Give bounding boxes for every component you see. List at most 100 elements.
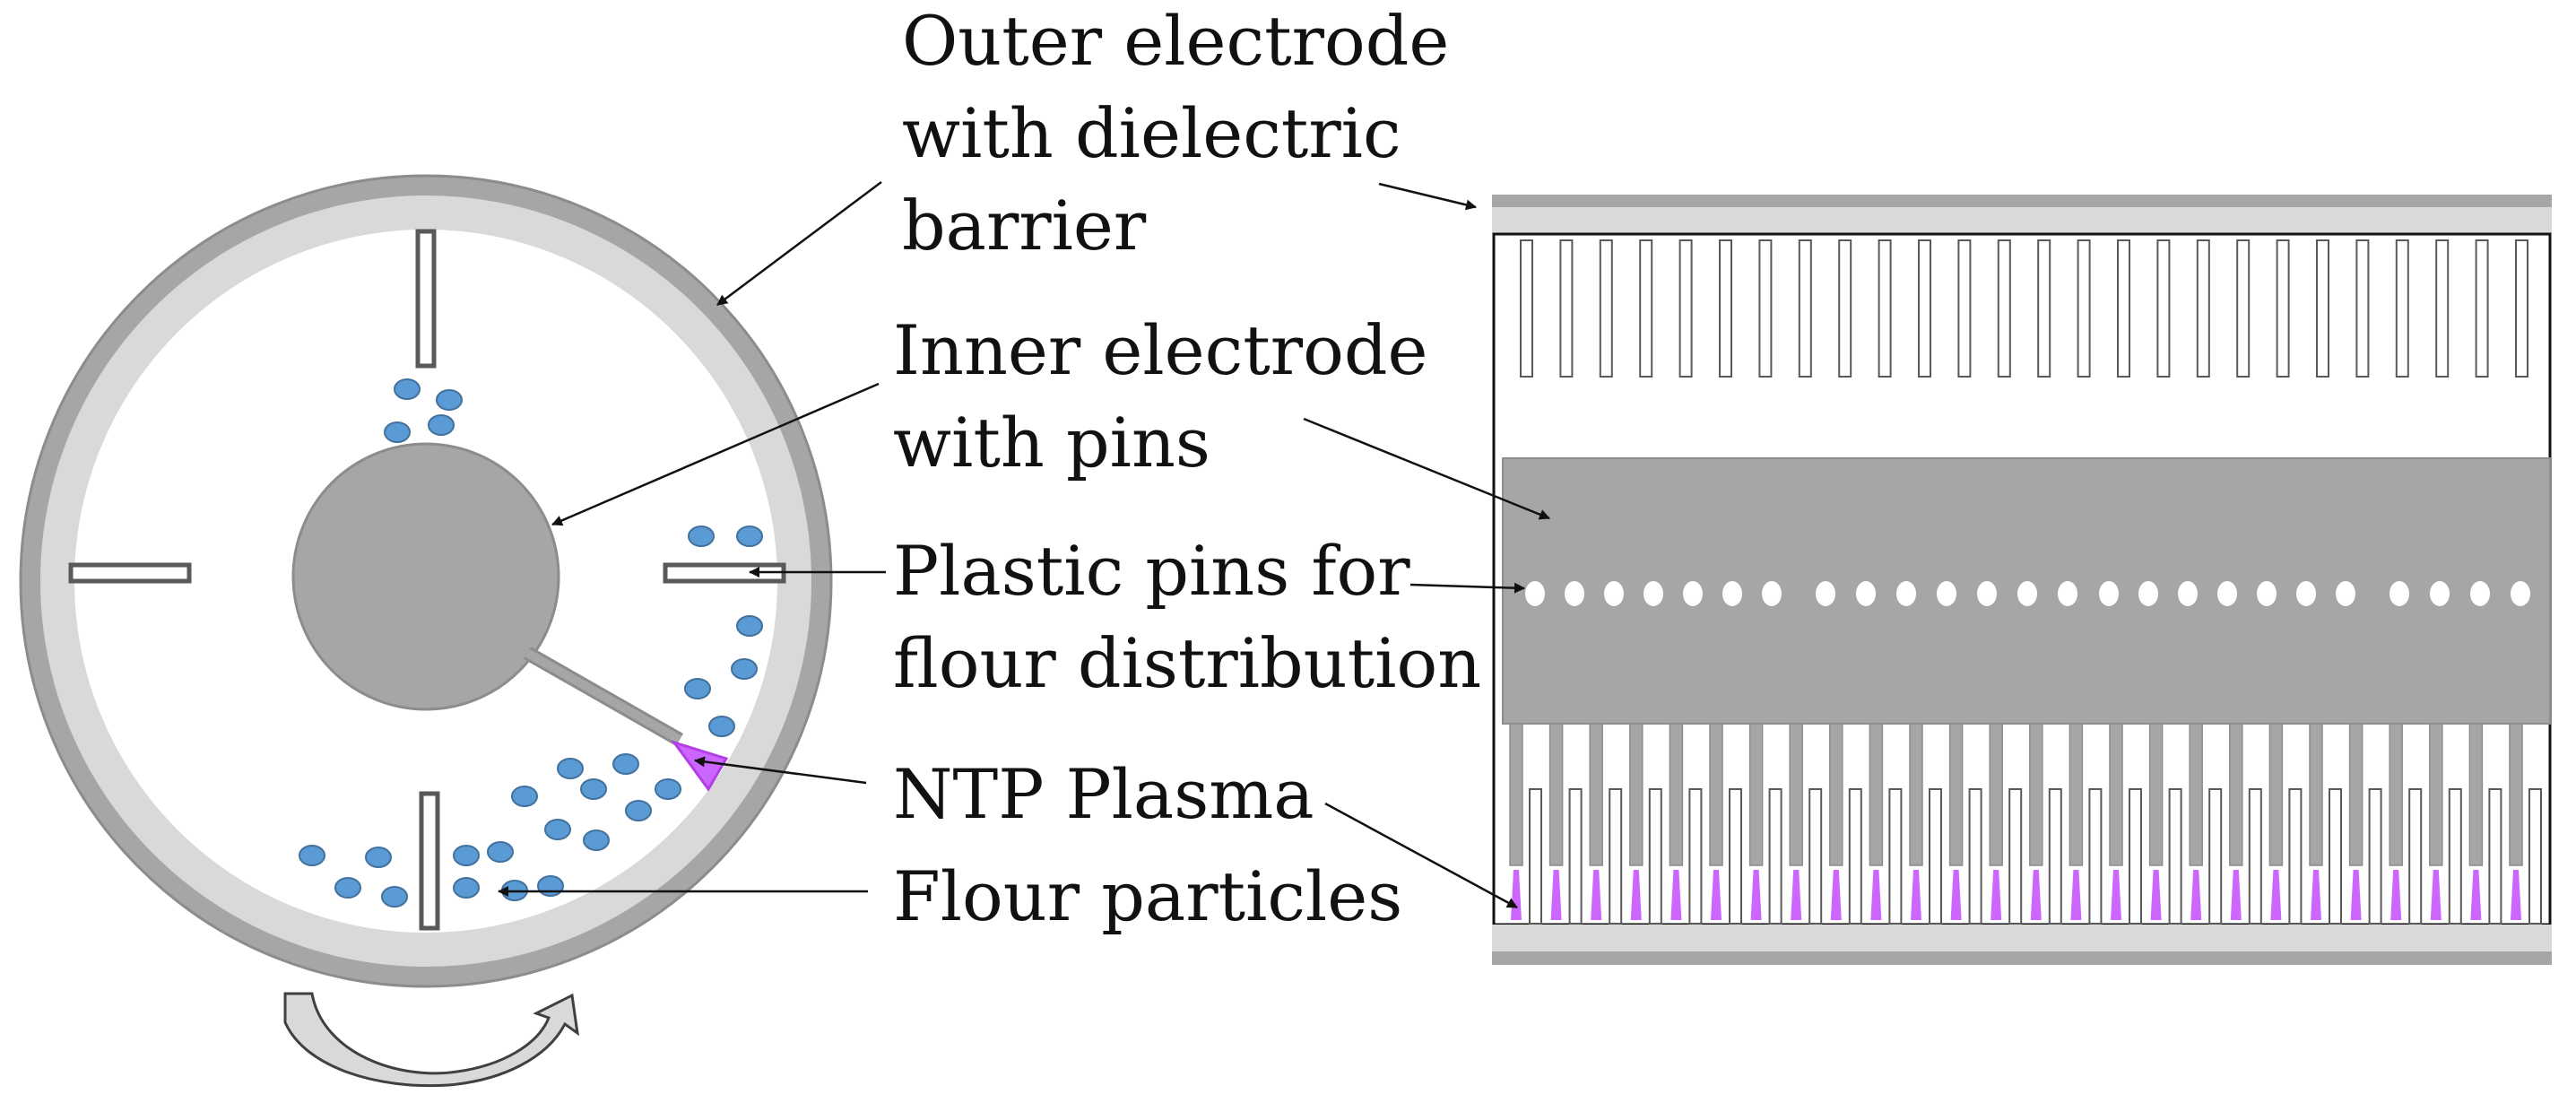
top-plastic-pin: [2435, 239, 2450, 378]
top-plastic-pin: [1599, 239, 1613, 378]
top-plastic-pin: [1719, 239, 1732, 378]
pin-hole: [2430, 581, 2450, 606]
top-plastic-pin: [2117, 239, 2130, 378]
pin-hole: [1722, 581, 1742, 606]
pin-hole: [2138, 581, 2158, 606]
plasma-discharge: [2190, 870, 2202, 920]
plasma-discharge: [2511, 870, 2521, 920]
electrode-pin: [2429, 723, 2443, 866]
flour-particle: [453, 877, 480, 899]
flour-particle: [511, 786, 538, 807]
bottom-plastic-pin: [1929, 788, 1942, 925]
pin-hole: [1816, 581, 1835, 606]
pin-hole: [1856, 581, 1876, 606]
electrode-pin: [1509, 723, 1523, 866]
dielectric-barrier-bottom: [1492, 925, 2552, 951]
plasma-discharge: [1711, 870, 1722, 920]
electrode-pin: [1548, 723, 1564, 866]
bottom-plastic-pin: [2168, 788, 2182, 925]
bottom-plastic-pin: [2448, 788, 2462, 925]
plasma-discharge: [2270, 870, 2282, 920]
pin-hole: [2058, 581, 2077, 606]
flour-particle: [688, 525, 715, 547]
bottom-plastic-pin: [1808, 788, 1823, 925]
distribution-pin-top: [415, 229, 437, 369]
plasma-discharge: [2350, 870, 2362, 920]
plasma-discharge: [1591, 870, 1602, 920]
top-plastic-pin: [2196, 239, 2210, 378]
electrode-pin: [2229, 723, 2243, 866]
electrode-pin: [1669, 723, 1684, 866]
plasma-discharge: [2030, 870, 2042, 920]
plasma-discharge: [1791, 870, 1802, 920]
bottom-plastic-pin: [1648, 788, 1662, 925]
plasma-discharge: [1750, 870, 1762, 920]
electrode-pin: [1989, 723, 2003, 866]
flour-particle: [731, 658, 758, 680]
top-plastic-pin: [2475, 239, 2489, 378]
flour-particle: [625, 800, 652, 821]
top-plastic-pin: [2355, 239, 2370, 378]
leader-outer-circle: [716, 180, 882, 307]
bottom-plastic-pin: [2129, 788, 2142, 925]
top-plastic-pin: [2276, 239, 2290, 378]
flour-particle: [394, 378, 421, 400]
electrode-pin: [2189, 723, 2203, 866]
flour-particle: [384, 421, 411, 443]
top-plastic-pin: [1520, 239, 1533, 378]
pin-hole: [2099, 581, 2119, 606]
electrode-pin: [2509, 723, 2523, 866]
pin-hole: [1762, 581, 1782, 606]
bottom-plastic-pin: [2088, 788, 2103, 925]
leader-pins-bar: [1409, 582, 1525, 594]
top-plastic-pin: [2515, 239, 2528, 378]
outer-electrode-top: [1492, 195, 2552, 207]
plasma-discharge: [2430, 870, 2442, 920]
top-plastic-pin: [1798, 239, 1812, 378]
plasma-discharge: [1830, 870, 1842, 920]
pin-hole: [1565, 581, 1584, 606]
plasma-discharge: [1950, 870, 1962, 920]
label-plastic-pins-1: Plastic pins for: [893, 531, 1410, 611]
leader-plasma-bar: [1324, 802, 1518, 909]
bottom-plastic-pin: [2208, 788, 2223, 925]
flour-particle: [684, 678, 711, 699]
plasma-discharge: [1630, 870, 1642, 920]
pin-holes: [1525, 581, 2530, 606]
electrode-pin: [1869, 723, 1884, 866]
curved-rotation-arrow-icon: [283, 992, 579, 1088]
top-plastic-pin: [2156, 239, 2171, 378]
flour-particle: [557, 758, 584, 779]
electrode-pin: [1709, 723, 1723, 866]
pin-hole: [2296, 581, 2316, 606]
top-plastic-pin: [1559, 239, 1574, 378]
top-plastic-pin: [1957, 239, 1972, 378]
leader-plasma-circle: [694, 756, 867, 785]
electrode-pin: [2148, 723, 2164, 866]
electrode-pin: [2348, 723, 2364, 866]
flour-particle: [583, 829, 610, 851]
flour-particle: [736, 615, 763, 637]
flour-particle: [436, 389, 463, 411]
dielectric-barrier-top: [1492, 207, 2552, 234]
flour-particle: [487, 841, 514, 863]
flour-particle: [428, 414, 455, 436]
flour-particle: [708, 716, 735, 737]
plasma-discharge: [2111, 870, 2121, 920]
bottom-plastic-pin: [2528, 788, 2542, 925]
flour-particle: [612, 753, 639, 775]
electrode-pin: [1909, 723, 1923, 866]
plasma-discharge: [1670, 870, 1682, 920]
electrode-pin: [2029, 723, 2043, 866]
top-plastic-pins: [1520, 239, 2528, 378]
cross-section-view: [19, 174, 833, 1088]
inner-electrode: [291, 442, 560, 711]
inner-electrode-pin-core: [525, 648, 682, 744]
bottom-plastic-pin: [2288, 788, 2303, 925]
pin-hole: [2217, 581, 2237, 606]
flour-particle: [453, 845, 480, 866]
bottom-plastic-pin: [1729, 788, 1742, 925]
top-plastic-pin: [1918, 239, 1931, 378]
top-plastic-pin: [2077, 239, 2091, 378]
